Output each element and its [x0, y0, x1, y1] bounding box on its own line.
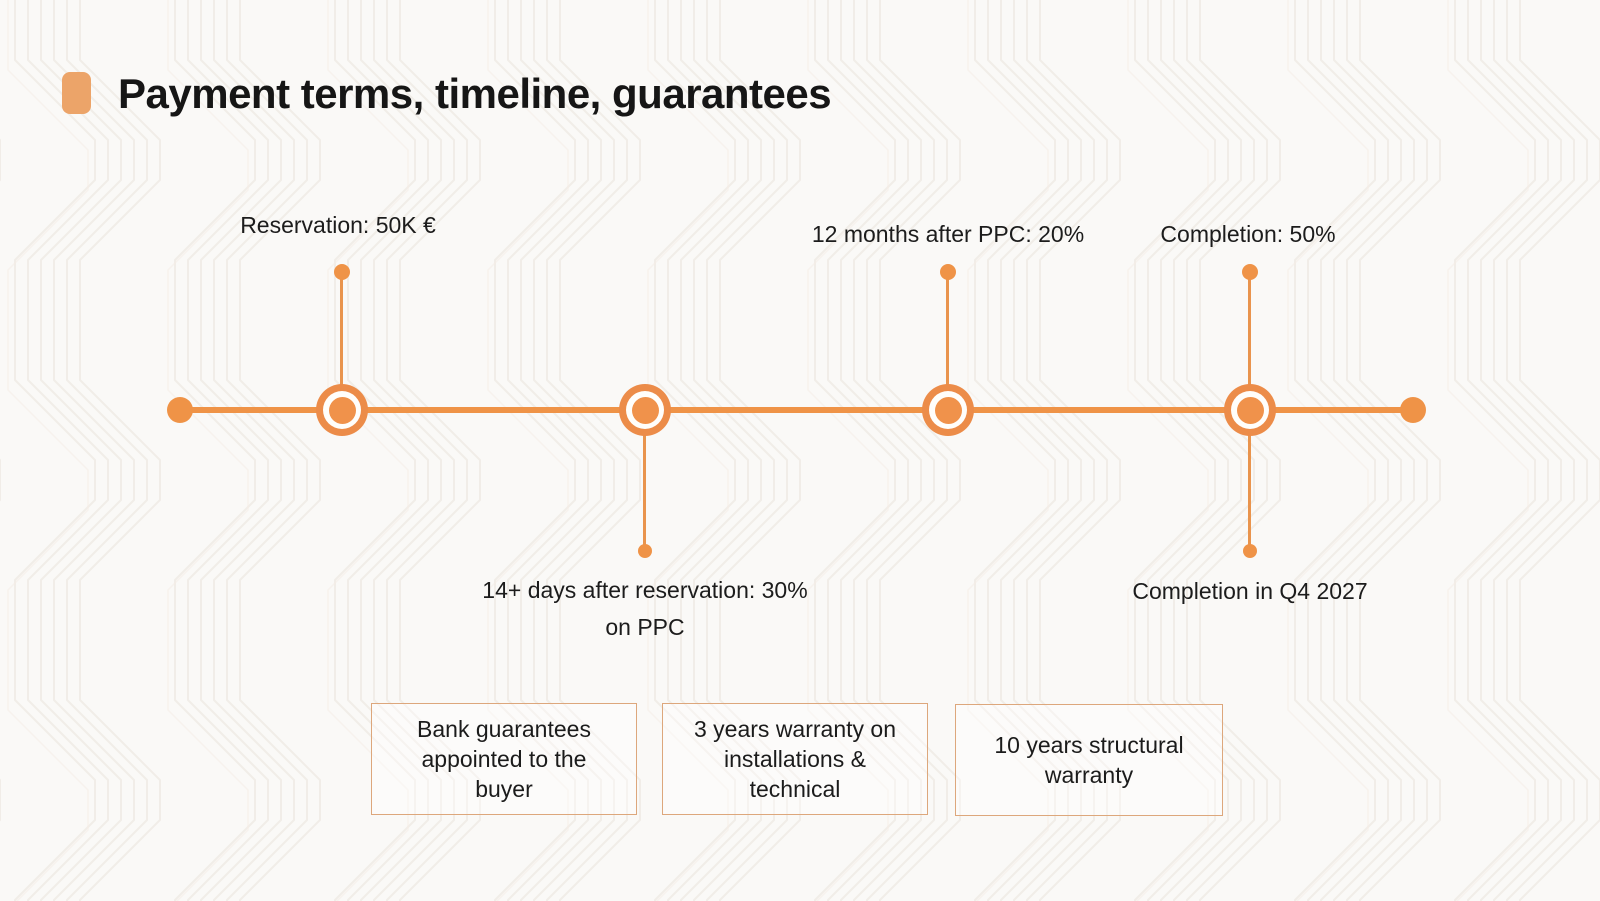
connector-stem [643, 433, 646, 551]
guarantee-box-bank: Bank guarantees appointed to the buyer [371, 703, 637, 815]
title-bullet-icon [62, 72, 91, 114]
connector-stem [340, 272, 343, 387]
milestone-node-core [1236, 396, 1264, 424]
page-title: Payment terms, timeline, guarantees [118, 70, 832, 117]
milestone-node [1224, 384, 1276, 436]
connector-tip-dot [1243, 544, 1257, 558]
milestone-node-core [934, 396, 962, 424]
milestone-node-ring [626, 391, 664, 429]
guarantee-box-installations-warranty: 3 years warranty on installations & tech… [662, 703, 928, 815]
connector-tip-dot [638, 544, 652, 558]
milestone-node [922, 384, 974, 436]
guarantee-box-structural-warranty: 10 years structural warranty [955, 704, 1223, 816]
milestone-node-core [328, 396, 356, 424]
milestone-node [316, 384, 368, 436]
milestone-node-core [631, 396, 659, 424]
milestone-label-14-days: 14+ days after reservation: 30% on PPC [482, 577, 808, 640]
connector-stem [1248, 272, 1251, 387]
milestone-node-ring [323, 391, 361, 429]
milestone-node-ring [929, 391, 967, 429]
timeline-line [180, 407, 1413, 413]
milestone-label-completion-50: Completion: 50% [1160, 221, 1336, 247]
milestone-node-ring [1231, 391, 1269, 429]
milestone-label-completion-q4: Completion in Q4 2027 [1132, 578, 1368, 604]
connector-tip-dot [940, 264, 956, 280]
timeline-end-dot [1400, 397, 1426, 423]
timeline-start-dot [167, 397, 193, 423]
milestone-label-reservation: Reservation: 50K € [240, 212, 436, 238]
milestone-label-12-months: 12 months after PPC: 20% [811, 221, 1085, 247]
connector-tip-dot [1242, 264, 1258, 280]
connector-tip-dot [334, 264, 350, 280]
connector-stem [1248, 433, 1251, 551]
milestone-node [619, 384, 671, 436]
connector-stem [946, 272, 949, 387]
